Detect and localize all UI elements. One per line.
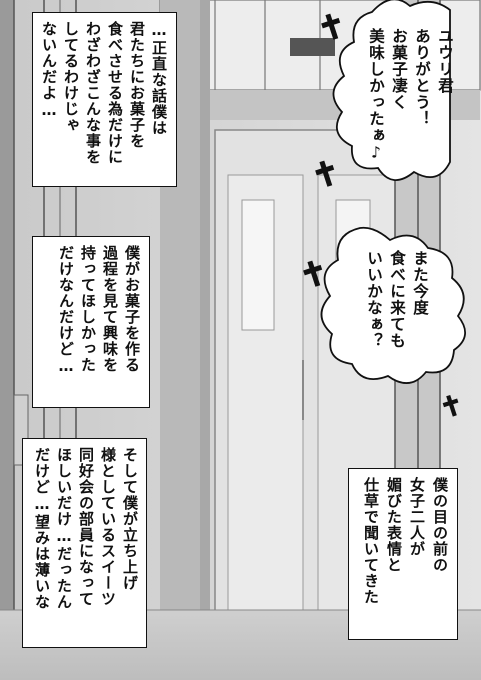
caption-bottom-right-text: 僕の目の前の 女子二人が 媚びた表情と 仕草で聞いてきた — [362, 477, 449, 605]
caption-box-bottom-center: そして僕が立ち上げ 様としているスイーツ 同好会の部員になって ほしいだけ…だっ… — [22, 438, 147, 648]
caption-bottom-center-text: そして僕が立ち上げ 様としているスイーツ 同好会の部員になって ほしいだけ…だっ… — [33, 447, 139, 610]
caption-top-left-text: …正直な話僕は 君たちにお菓子を 食べさせる為だけに わざわざこんな事を してる… — [40, 21, 168, 165]
caption-mid-left-text: 僕がお菓子を作る 過程を見て興味を 持ってほしかった だけなんだけど… — [57, 245, 141, 376]
caption-box-top-left: …正直な話僕は 君たちにお菓子を 食べさせる為だけに わざわざこんな事を してる… — [32, 12, 177, 187]
caption-box-bottom-right: 僕の目の前の 女子二人が 媚びた表情と 仕草で聞いてきた — [348, 468, 458, 640]
thought-bubble-middle-text: また今度 食べに来ても いいかなぁ？ — [365, 250, 429, 349]
thought-bubble-top-shape — [332, 0, 451, 181]
thought-bubble-middle-shape — [320, 226, 466, 384]
caption-box-mid-left: 僕がお菓子を作る 過程を見て興味を 持ってほしかった だけなんだけど… — [32, 236, 150, 408]
thought-bubble-top-text: ユウリ君 ありがとう！ お菓子凄く 美味しかったぁ♪ — [367, 28, 454, 163]
